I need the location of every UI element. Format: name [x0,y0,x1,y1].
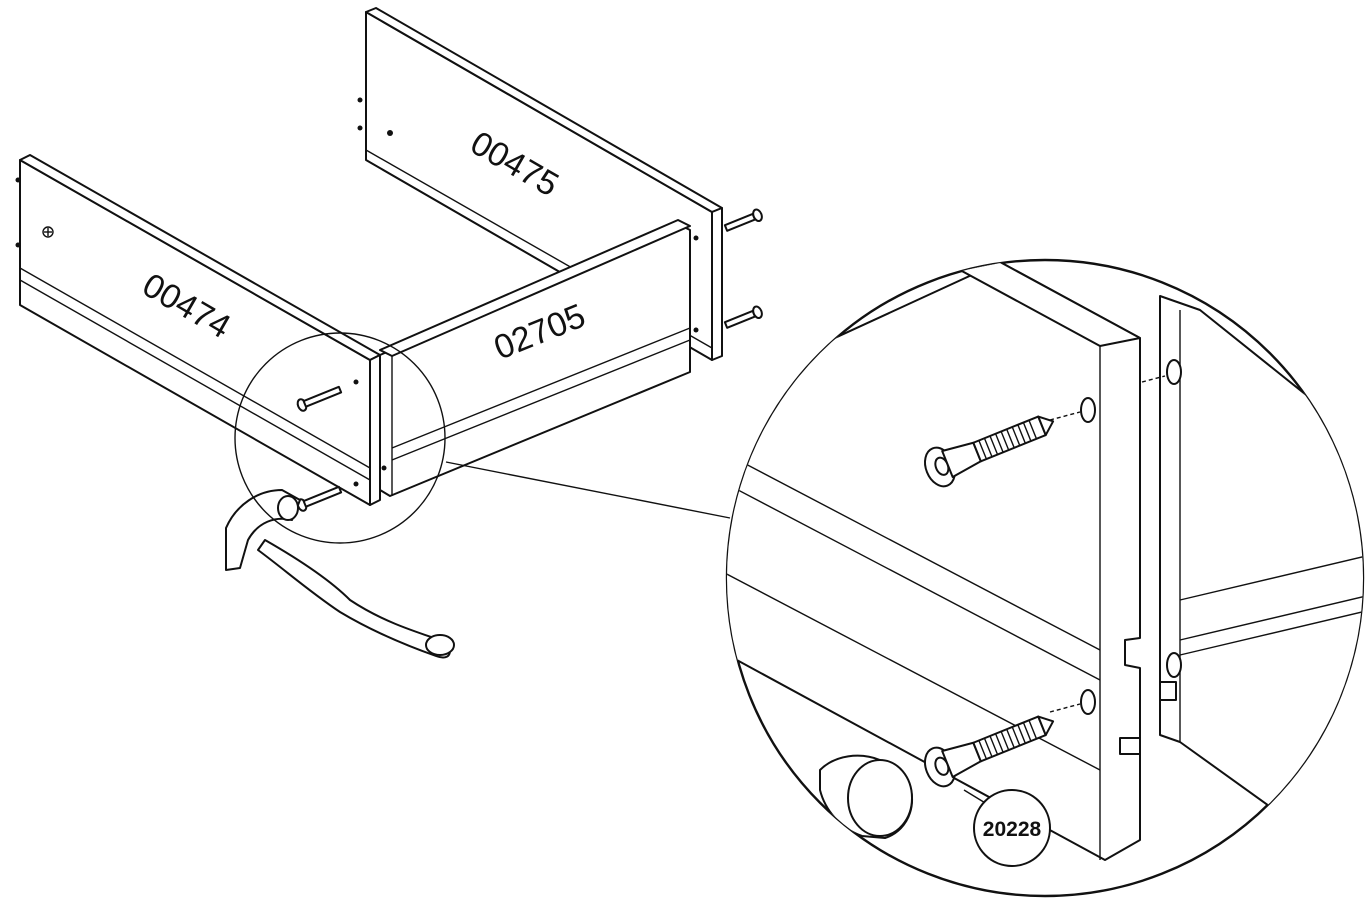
detail-zoom: 20228 [725,258,1365,898]
panel-front: 02705 [379,219,699,497]
part-badge-label: 20228 [983,818,1042,841]
callout-leader [445,461,731,519]
hammer-icon [225,489,455,659]
panel-left: 00474 [15,154,381,506]
part-badge [973,789,1051,867]
screw-icon [296,208,763,512]
detail-callout-small [234,332,446,544]
